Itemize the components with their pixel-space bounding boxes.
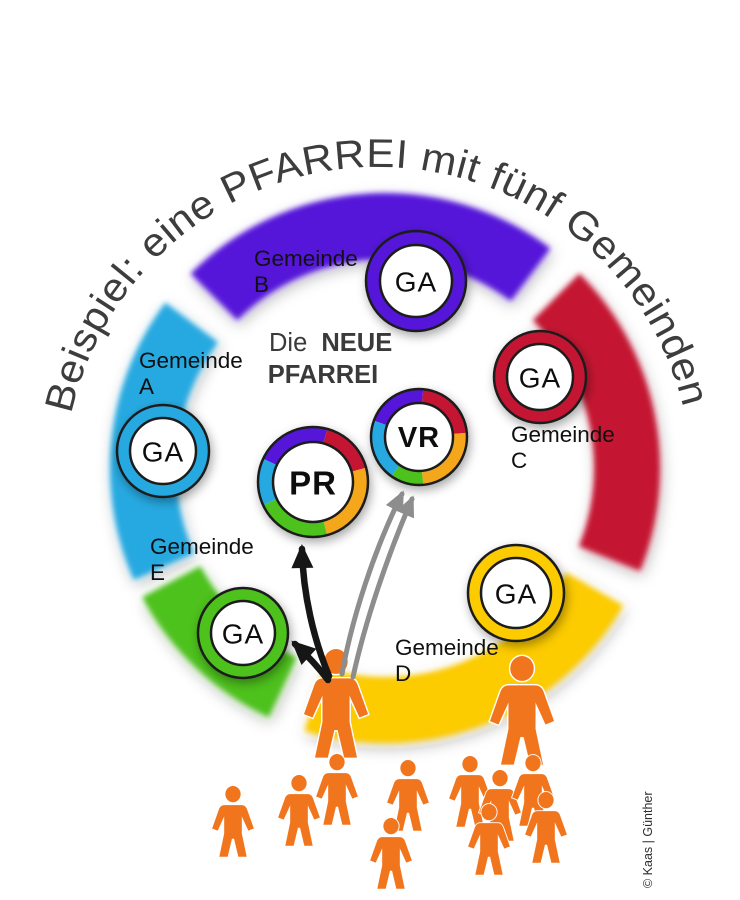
label-gemeinde-c: Gemeinde C <box>511 422 621 473</box>
pr-circle: PR <box>256 425 370 539</box>
svg-text:Die NEUE: Die NEUE <box>269 329 392 357</box>
vr-label: VR <box>398 422 440 454</box>
arrow-person-to-vr-2 <box>350 495 415 680</box>
ga-circle-a: GA <box>115 403 211 499</box>
label-gemeinde-d: Gemeinde D <box>395 635 505 686</box>
person-figure <box>369 817 413 890</box>
label-gemeinde-b: Gemeinde B <box>254 246 364 297</box>
ga-circle-c: GA <box>492 329 588 425</box>
ga-circle-d: GA <box>466 543 566 643</box>
person-figure <box>277 774 321 847</box>
label-gemeinde-e: Gemeinde E <box>150 534 260 585</box>
arrows-group <box>291 490 415 684</box>
ga-circle-e: GA <box>196 586 290 680</box>
label-gemeinde-a: Gemeinde A <box>139 348 249 399</box>
segment-gemeinde-b <box>190 193 551 321</box>
ga-label-e: GA <box>222 619 264 650</box>
person-figure <box>315 753 359 826</box>
pr-label: PR <box>289 465 337 502</box>
ga-label-b: GA <box>395 267 437 298</box>
arrow-person-to-vr-1 <box>339 490 405 677</box>
ga-label-c: GA <box>519 363 561 394</box>
arrow-person-to-pr <box>291 544 333 680</box>
center-caption-line2: PFARREI <box>268 361 379 389</box>
person-figure <box>211 785 255 858</box>
parish-ring <box>110 193 660 743</box>
ga-label-d: GA <box>495 579 537 610</box>
segment-gemeinde-c <box>532 273 660 572</box>
vr-circle: VR <box>369 387 469 487</box>
credit-line: © Kaas | Günther <box>641 791 655 888</box>
center-caption: Die NEUE PFARREI <box>268 329 392 389</box>
arrow-person-to-ga <box>291 640 332 684</box>
ga-circle-b: GA <box>364 229 468 333</box>
ga-label-a: GA <box>142 437 184 468</box>
